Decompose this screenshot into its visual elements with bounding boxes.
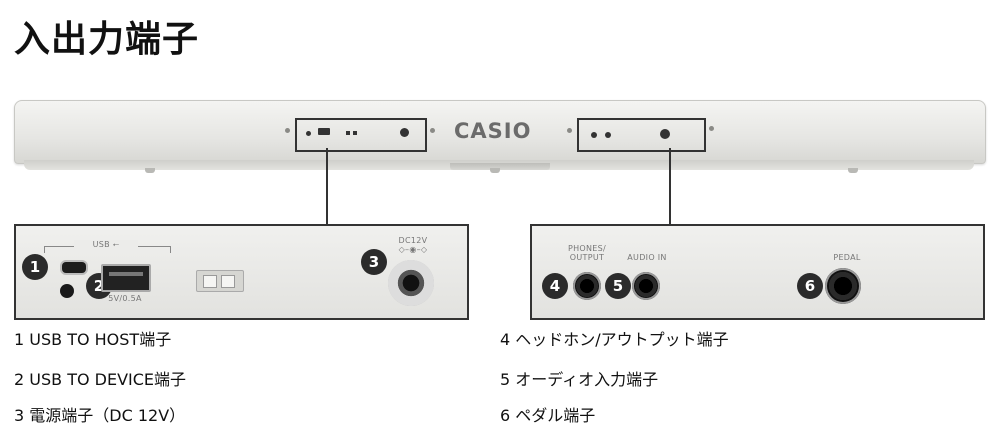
usb-label: USB ⭠: [74, 240, 138, 249]
dc-label: DC12V◇–◉–◇: [388, 236, 438, 254]
pedal-label: PEDAL: [822, 253, 872, 262]
audio-in-label: AUDIO IN: [622, 253, 672, 262]
phones-label: PHONES/ OUTPUT: [562, 244, 612, 262]
badge-3: 3: [361, 249, 387, 275]
screw: [285, 128, 290, 133]
badge-6: 6: [797, 273, 823, 299]
caption-1: 1 USB TO HOST端子: [14, 326, 171, 350]
usb-host-port: [62, 262, 86, 273]
usb-led-hole: [60, 284, 74, 298]
phones-jack: [573, 272, 601, 300]
badge-4: 4: [542, 273, 568, 299]
screw: [567, 128, 572, 133]
callout-line-right: [669, 148, 671, 224]
phones-jack-small: [591, 132, 597, 138]
keyboard-foot: [145, 168, 155, 173]
dc-jack-small: [400, 128, 409, 137]
keyboard-foot: [848, 168, 858, 173]
usb-device-port-small: [318, 128, 330, 135]
usb-trident-icon: ⭠: [113, 240, 120, 249]
caption-6: 6 ペダル端子: [500, 402, 595, 426]
caption-3: 3 電源端子（DC 12V）: [14, 402, 185, 426]
screw: [430, 128, 435, 133]
badge-5: 5: [605, 273, 631, 299]
dc-jack: [388, 260, 434, 306]
polarity-icon: ◇–◉–◇: [399, 245, 428, 254]
zoom-panel-right: PHONES/ OUTPUT AUDIO IN PEDAL 4 5 6: [530, 224, 985, 320]
page-title: 入出力端子: [14, 10, 199, 62]
audio-in-jack: [632, 272, 660, 300]
pedal-jack-small: [660, 129, 670, 139]
keyboard-foot: [490, 168, 500, 173]
casio-logo: CASIO: [454, 119, 531, 143]
caption-2: 2 USB TO DEVICE端子: [14, 366, 186, 390]
audio-in-jack-small: [605, 132, 611, 138]
switch-small: [346, 131, 350, 135]
screw: [709, 126, 714, 131]
usb-host-port-small: [306, 131, 311, 136]
badge-1: 1: [22, 254, 48, 280]
callout-line-left: [326, 148, 328, 224]
keyboard-center-tab: [450, 163, 550, 170]
switch: [196, 270, 244, 292]
usb-device-rating: 5V/0.5A: [102, 294, 148, 303]
caption-5: 5 オーディオ入力端子: [500, 366, 658, 390]
switch-small: [353, 131, 357, 135]
caption-4: 4 ヘッドホン/アウトプット端子: [500, 326, 729, 350]
usb-device-port: [101, 264, 151, 292]
pedal-jack: [825, 268, 861, 304]
zoom-panel-left: USB ⭠ 1 2 5V/0.5A 3 DC12V◇–◉–◇: [14, 224, 469, 320]
